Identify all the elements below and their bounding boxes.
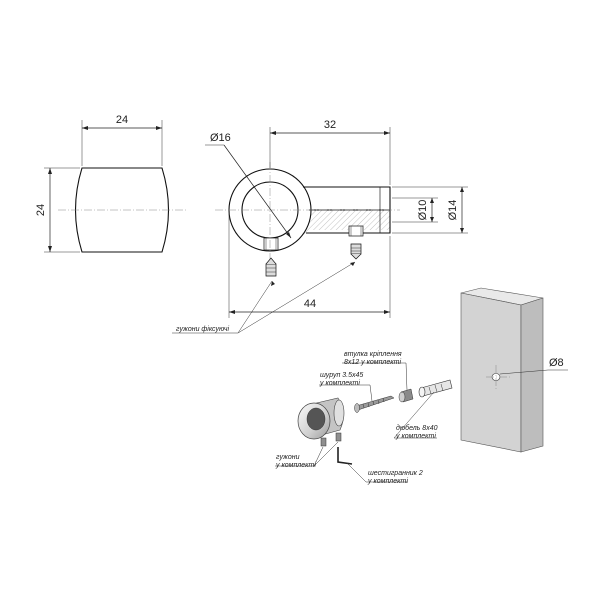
dim-side-length: 32 — [324, 119, 336, 131]
grub-screws — [320, 432, 342, 447]
label-sleeve-1: втулка кріплення — [344, 350, 402, 358]
label-sleeve-2: 8x12 у комплекті — [344, 358, 401, 366]
set-screw-2 — [350, 243, 362, 260]
wood-screw — [354, 395, 395, 413]
dim-inner-dia: Ø10 — [417, 200, 429, 221]
exploded-assembly: втулка кріплення 8x12 у комплекті шуруп … — [275, 350, 453, 485]
wall-block: Ø8 — [460, 287, 568, 453]
dim-total-length: 44 — [304, 298, 316, 310]
label-hexkey-1: шестигранник 2 — [368, 470, 423, 477]
leader-wall-hole — [499, 369, 549, 375]
wall-front-face — [460, 292, 522, 453]
section-hatch — [229, 210, 390, 252]
label-screw-1: шуруп 3.5x45 — [320, 372, 363, 379]
label-screw-2: у комплекті — [319, 379, 360, 387]
label-grubs-2: у комплекті — [275, 461, 316, 469]
dim-front-width: 24 — [116, 114, 128, 126]
leader-screw-1 — [237, 280, 273, 334]
mounting-sleeve — [398, 388, 414, 403]
set-screw-1 — [265, 257, 277, 277]
label-hexkey-2: у комплекті — [367, 477, 408, 485]
wall-side-face — [520, 297, 544, 453]
dim-tube-dia: Ø14 — [447, 200, 459, 221]
front-view: 24 24 — [35, 114, 188, 253]
screw-hole-1 — [263, 237, 279, 251]
dim-line-outer-dia — [223, 144, 292, 239]
dim-front-height: 24 — [35, 204, 47, 216]
dim-wall-hole: Ø8 — [549, 357, 564, 369]
leader-screw-2 — [237, 261, 356, 334]
label-dowel-2: у комплекті — [395, 432, 436, 440]
front-view-body — [74, 167, 170, 253]
label-set-screws: гужони фіксуючі — [176, 325, 230, 333]
dim-outer-dia: Ø16 — [210, 132, 231, 144]
screw-hole-2 — [348, 225, 364, 237]
holder-iso — [297, 397, 345, 440]
label-dowel-1: дюбель 8x40 — [396, 424, 438, 432]
side-view: гужони фіксуючі Ø16 32 44 Ø10 Ø14 — [172, 119, 468, 334]
label-grubs-1: гужони — [276, 454, 300, 461]
hex-key — [337, 447, 353, 465]
wall-dowel — [418, 379, 453, 398]
